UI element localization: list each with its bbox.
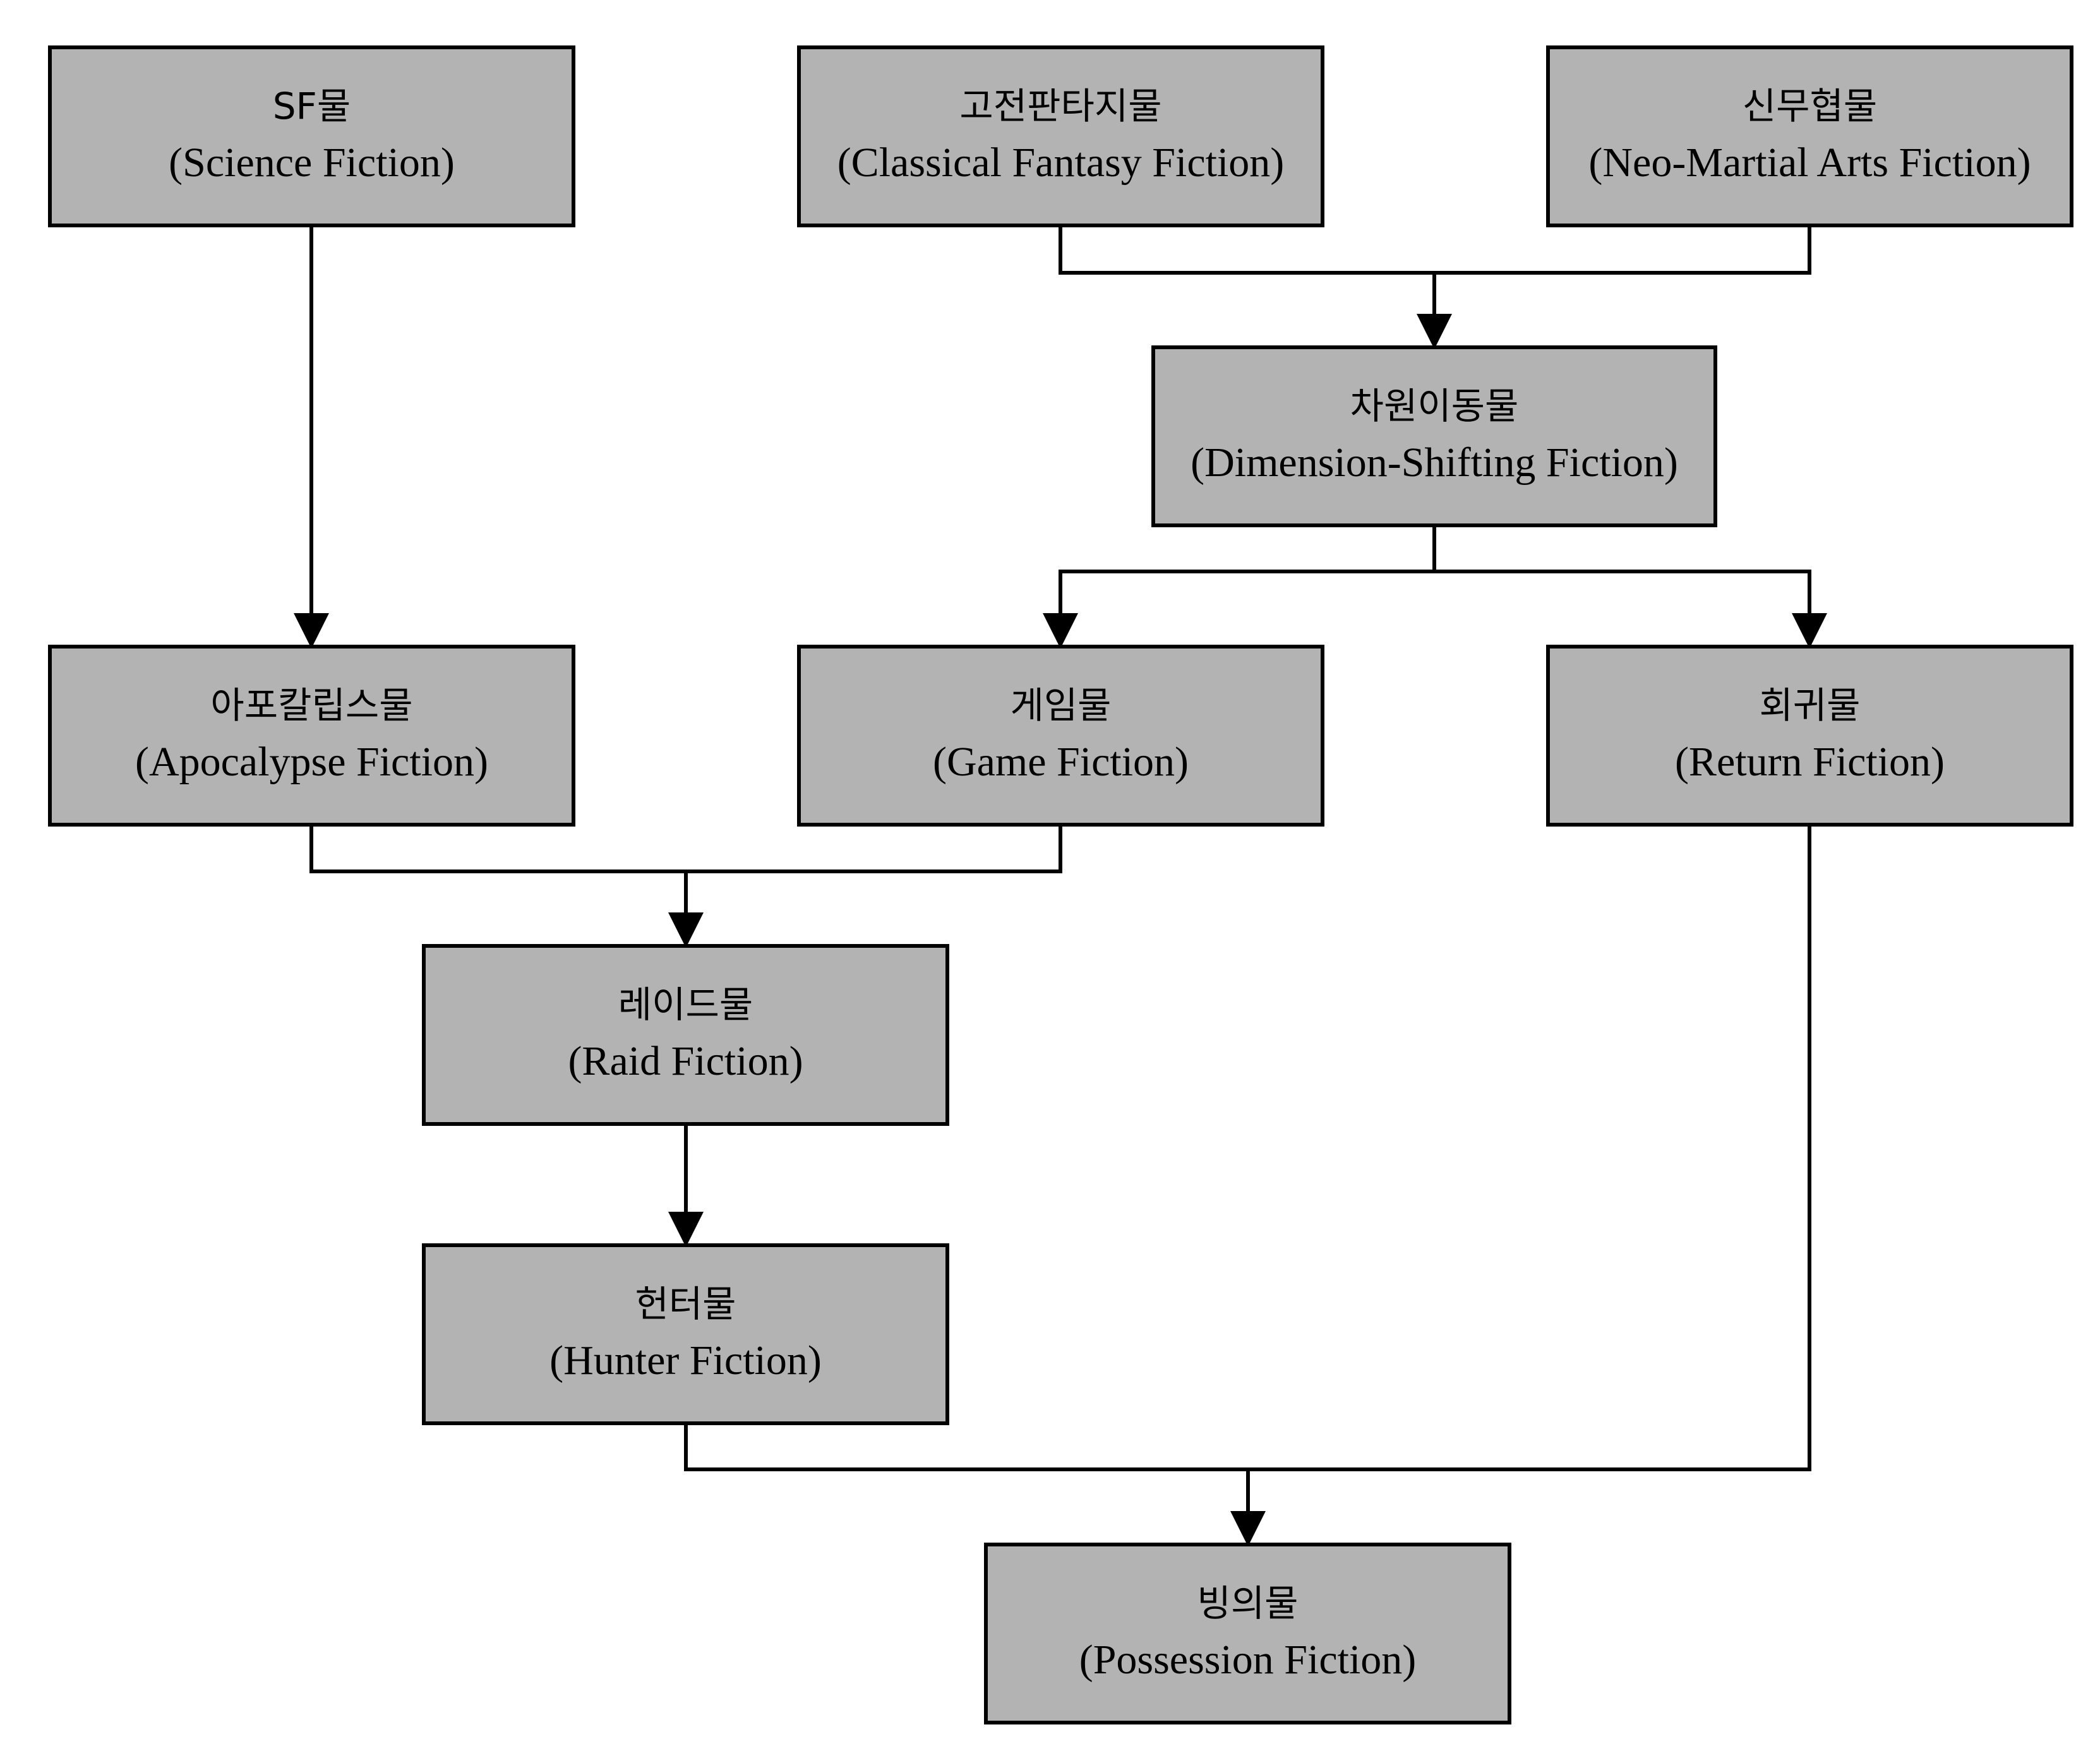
node-raid-fiction: 레이드물 (Raid Fiction) [422,944,949,1126]
node-english-label: (Possession Fiction) [1079,1637,1417,1683]
node-korean-label: 레이드물 [618,983,753,1027]
node-english-label: (Hunter Fiction) [549,1337,822,1384]
node-english-label: (Apocalypse Fiction) [135,739,489,786]
node-korean-label: 헌터물 [635,1282,736,1326]
node-korean-label: 회귀물 [1759,684,1861,727]
node-english-label: (Science Fiction) [169,140,455,186]
node-apocalypse-fiction: 아포칼립스물 (Apocalypse Fiction) [48,645,575,827]
node-english-label: (Raid Fiction) [568,1038,803,1085]
node-game-fiction: 게임물 (Game Fiction) [797,645,1324,827]
node-korean-label: 아포칼립스물 [210,684,413,727]
edge-apocalypse-game-merge [309,827,1062,873]
node-hunter-fiction: 헌터물 (Hunter Fiction) [422,1243,949,1425]
node-korean-label: 차원이동물 [1350,385,1519,428]
node-korean-label: 신무협물 [1742,85,1878,128]
node-english-label: (Classical Fantasy Fiction) [837,140,1285,186]
node-classical-fantasy-fiction: 고전판타지물 (Classical Fantasy Fiction) [797,45,1324,227]
node-science-fiction: SF물 (Science Fiction) [48,45,575,227]
edge-dimension-to-game [1043,570,1434,648]
node-possession-fiction: 빙의물 (Possession Fiction) [984,1543,1511,1724]
node-english-label: (Dimension-Shifting Fiction) [1191,439,1678,486]
node-korean-label: 고전판타지물 [959,85,1162,128]
node-english-label: (Neo-Martial Arts Fiction) [1588,140,2031,186]
node-english-label: (Return Fiction) [1674,739,1945,786]
node-korean-label: 게임물 [1010,684,1112,727]
edge-classic-martial-merge [1059,227,1811,275]
node-dimension-shifting-fiction: 차원이동물 (Dimension-Shifting Fiction) [1151,345,1717,527]
node-english-label: (Game Fiction) [932,739,1189,786]
node-neo-martial-arts-fiction: 신무협물 (Neo-Martial Arts Fiction) [1546,45,2073,227]
node-korean-label: SF물 [272,85,351,128]
edge-dimension-to-return [1434,570,1827,648]
node-korean-label: 빙의물 [1197,1582,1299,1625]
node-return-fiction: 회귀물 (Return Fiction) [1546,645,2073,827]
